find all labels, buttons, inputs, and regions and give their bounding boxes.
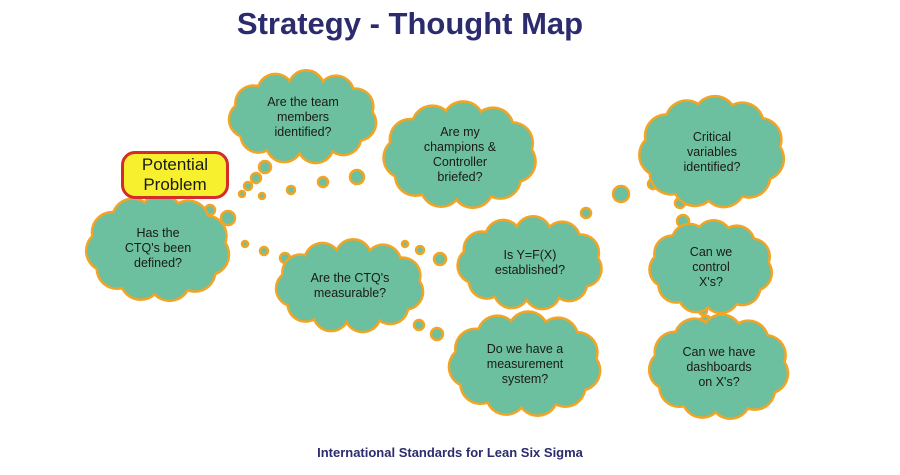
cloud-text-yfx: Is Y=F(X) established? — [494, 248, 566, 277]
cloud-control — [648, 218, 774, 315]
cloud-text-team: Are the team members identified? — [267, 94, 339, 139]
thought-bubble — [242, 180, 254, 192]
cloud-ctq-defined — [84, 193, 231, 303]
thought-bubble — [257, 191, 267, 201]
footer-text: International Standards for Lean Six Sig… — [317, 445, 583, 460]
thought-bubble — [400, 239, 410, 249]
cloud-team — [227, 68, 378, 165]
cloud-ctq-measurable — [274, 237, 425, 334]
cloud-text-critical: Critical variables identified? — [683, 129, 741, 174]
thought-bubble — [285, 184, 297, 196]
thought-bubble — [432, 251, 448, 267]
cloud-text-dashboards: Can we have dashboards on X's? — [682, 344, 756, 389]
thought-bubble — [429, 326, 445, 342]
thought-bubble — [257, 159, 273, 175]
thought-bubble — [237, 189, 247, 199]
thought-bubble — [249, 171, 263, 185]
thought-bubble — [579, 206, 593, 220]
cloud-champions — [382, 100, 537, 210]
thought-bubble — [611, 184, 631, 204]
thought-bubble — [316, 175, 330, 189]
cloud-measurement — [447, 310, 602, 417]
potential-problem-box: Potential Problem — [121, 151, 229, 199]
thought-bubble — [412, 318, 426, 332]
cloud-text-control: Can we control X's? — [689, 244, 733, 289]
cloud-text-champions: Are my champions & Controller briefed? — [423, 125, 497, 184]
page-title: Strategy - Thought Map — [236, 6, 584, 41]
cloud-yfx — [456, 214, 603, 311]
thought-bubble — [219, 209, 237, 227]
thought-bubble — [240, 239, 250, 249]
thought-bubble — [258, 245, 270, 257]
cloud-critical — [638, 94, 786, 209]
cloud-text-ctq-defined: Has the CTQ's been defined? — [124, 225, 192, 270]
thought-bubble — [348, 168, 366, 186]
cloud-text-ctq-measurable: Are the CTQ's measurable? — [310, 271, 390, 300]
cloud-dashboards — [647, 313, 790, 420]
thought-bubble — [414, 244, 426, 256]
cloud-text-measurement: Do we have a measurement system? — [486, 341, 564, 386]
